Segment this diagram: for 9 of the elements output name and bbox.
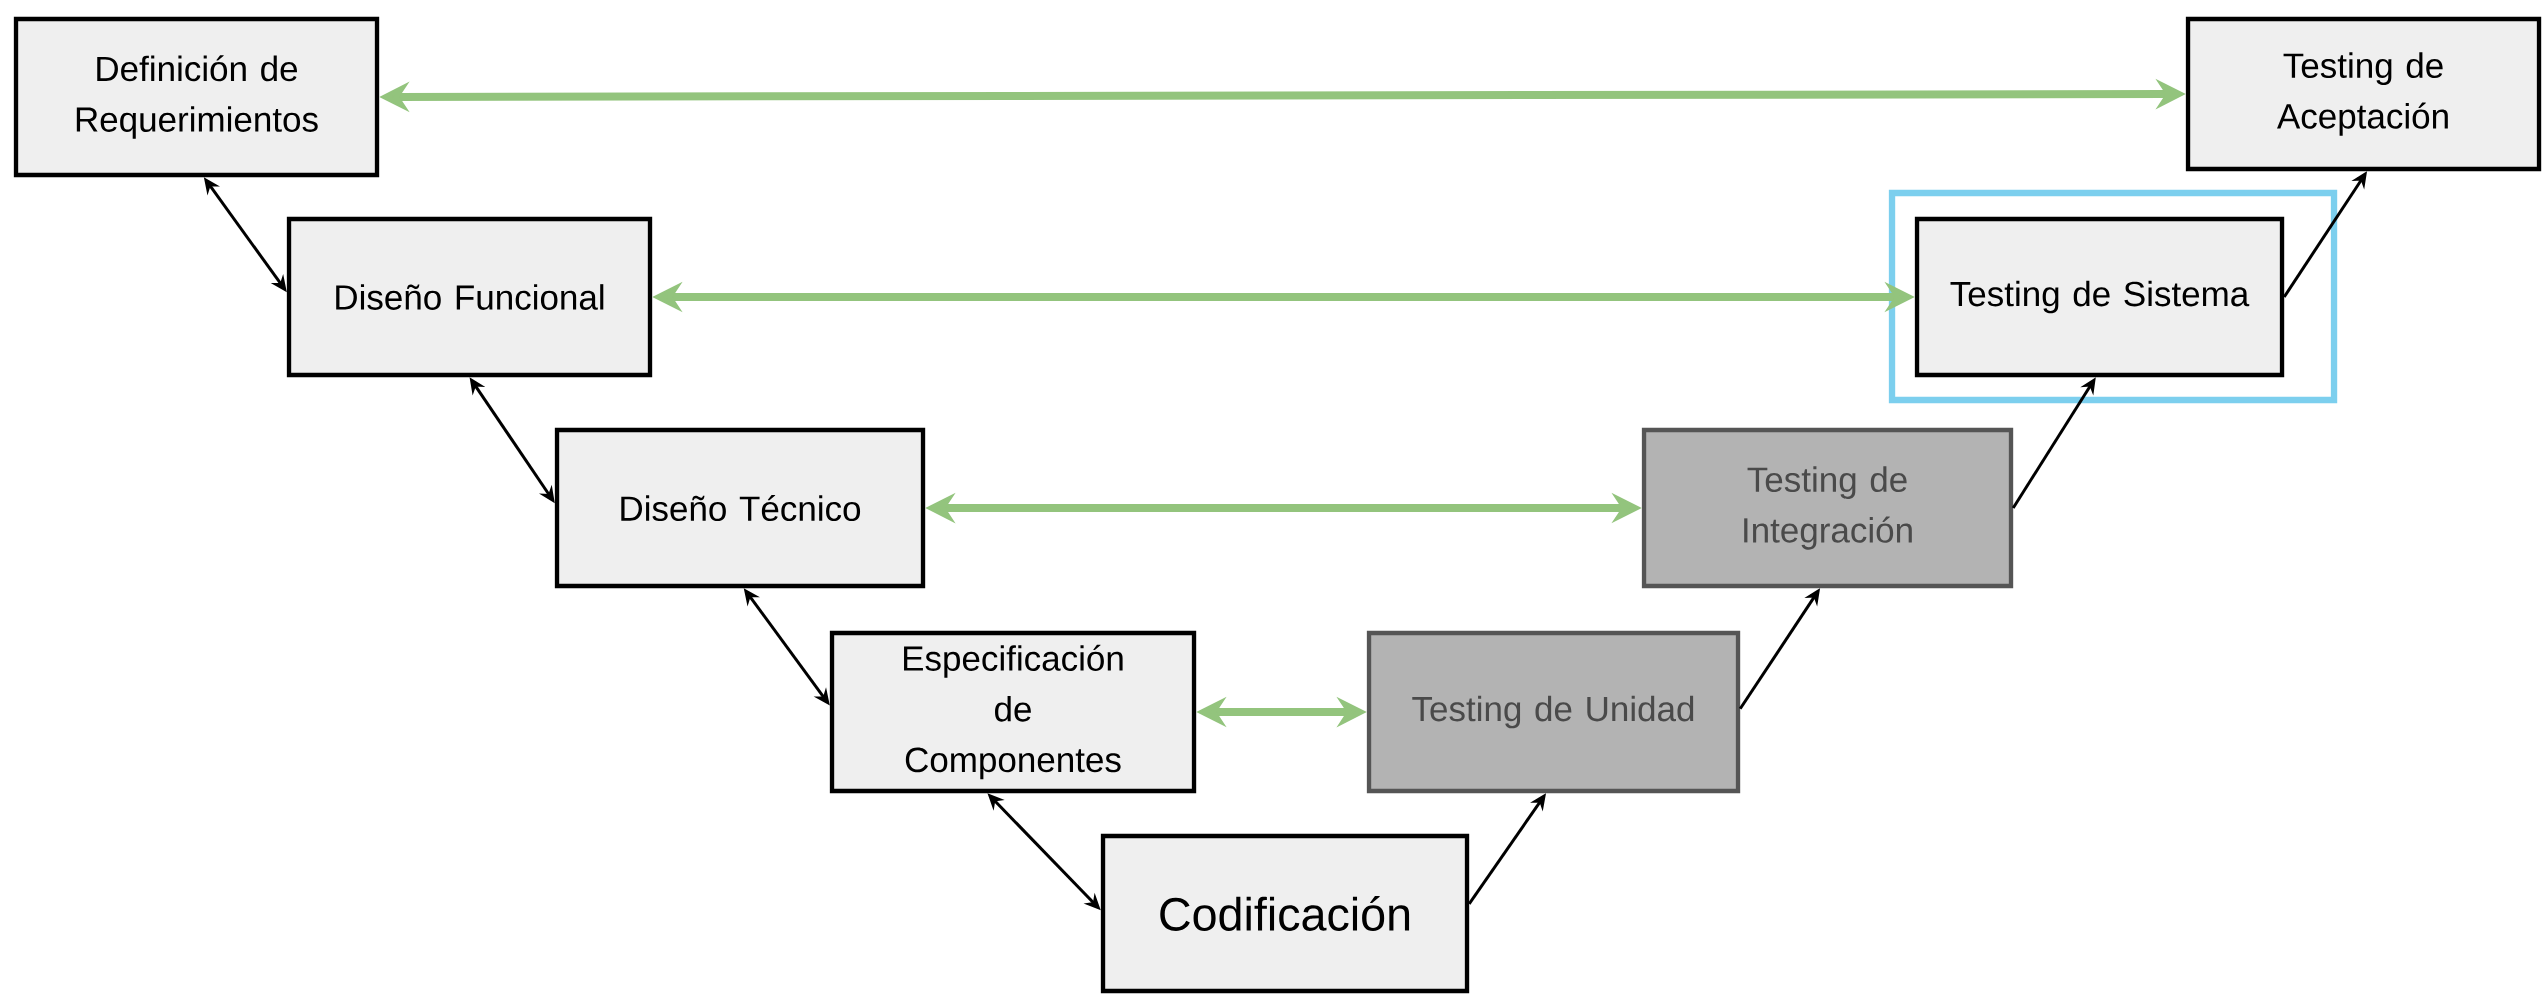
test-box: Testing de Integración [1641,427,2014,589]
process-box: Testing de Sistema [1914,216,2285,378]
process-box: Diseño Técnico [554,427,926,589]
process-box: Especificación de Componentes [829,630,1197,794]
test-box: Testing de Unidad [1366,630,1741,794]
process-box: Testing de Aceptación [2185,16,2542,172]
process-box: Codificación [1100,833,1470,994]
process-box: Definición de Requerimientos [13,16,380,178]
process-box: Diseño Funcional [286,216,653,378]
